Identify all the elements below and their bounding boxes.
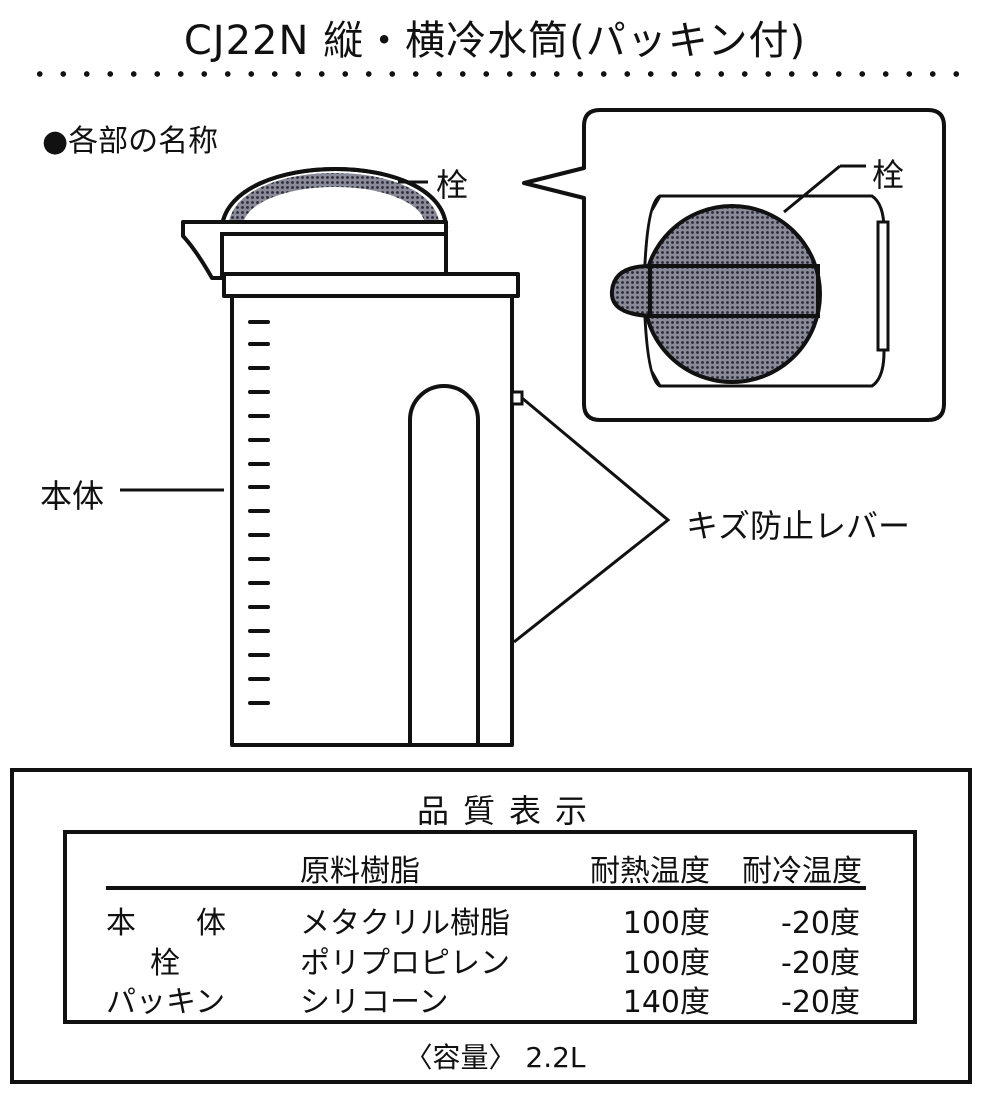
table-row-stopper-name: 栓 <box>150 946 180 981</box>
header-heat: 耐熱温度 <box>590 854 710 889</box>
stopper-bar <box>648 264 820 318</box>
stopper-zoom-leader <box>783 164 841 214</box>
quality-table <box>63 830 917 1024</box>
stopper-tab <box>609 263 652 319</box>
table-row-stopper-material: ポリプロピレン <box>300 946 510 981</box>
stopper-top-view <box>642 204 822 384</box>
lever-callout <box>513 396 671 644</box>
table-row-stopper-heat: 100度 <box>622 946 710 981</box>
table-row-gasket-heat: 140度 <box>622 985 710 1020</box>
handle-slot <box>408 384 480 745</box>
table-row-body-heat: 100度 <box>622 906 710 941</box>
quality-label-box <box>10 768 972 1084</box>
table-row-body-cold: -20度 <box>781 906 860 941</box>
stopper-dome-band <box>229 173 439 225</box>
header-material: 原料樹脂 <box>300 854 420 889</box>
lid-collar <box>220 232 448 278</box>
dotted-divider <box>28 70 968 78</box>
label-stopper: 栓 <box>436 166 469 204</box>
table-row-stopper-cold: -20度 <box>781 946 860 981</box>
measurement-ticks <box>248 320 270 705</box>
table-row-gasket-cold: -20度 <box>781 985 860 1020</box>
header-rule <box>106 886 866 890</box>
table-row-body-material: メタクリル樹脂 <box>300 906 510 941</box>
section-title: ●各部の名称 <box>42 124 219 159</box>
label-body: 本体 <box>40 477 105 515</box>
quality-title: 品質表示 <box>416 792 601 830</box>
header-cold: 耐冷温度 <box>742 854 862 889</box>
page-title: CJ22N 縦・横冷水筒(パッキン付) <box>183 18 807 64</box>
capacity: 〈容量〉 2.2L <box>404 1041 586 1074</box>
pitcher-diagram <box>120 108 946 747</box>
table-row-gasket-name: パッキン <box>106 985 226 1020</box>
table-row-body-name: 本 体 <box>106 906 226 941</box>
label-stopper-zoom: 栓 <box>872 156 905 194</box>
label-lever: キズ防止レバー <box>686 507 911 545</box>
table-row-gasket-material: シリコーン <box>300 985 449 1020</box>
lever-bump <box>510 390 524 406</box>
